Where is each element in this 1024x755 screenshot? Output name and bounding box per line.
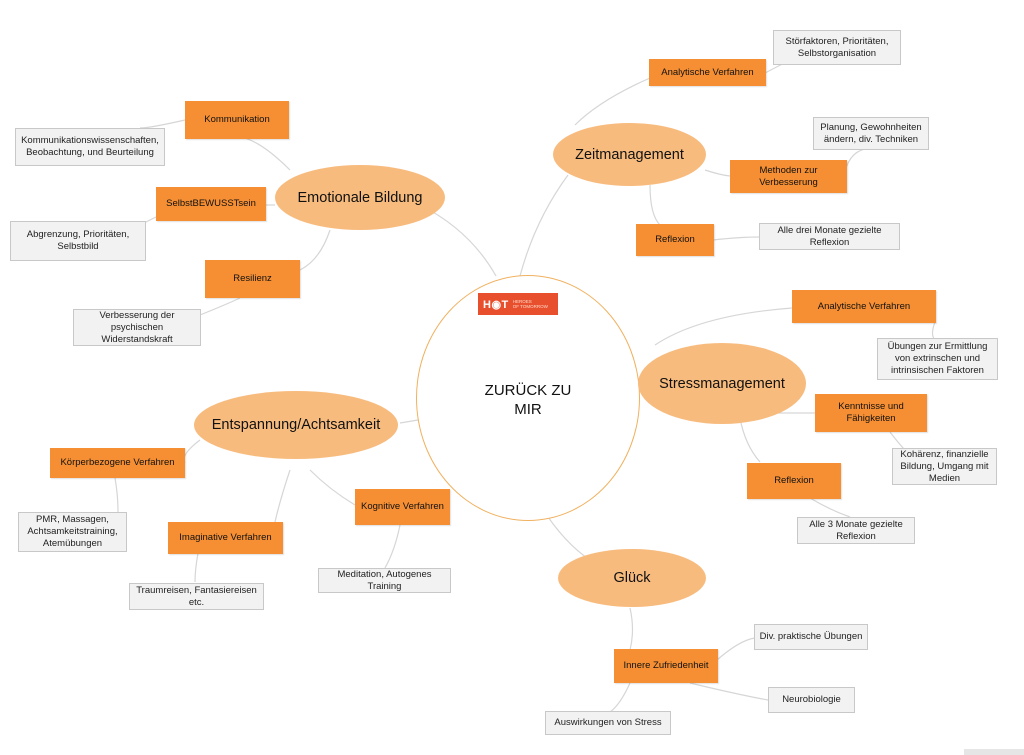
node-zeit-analytische-verfahren[interactable]: Analytische Verfahren [649,59,766,86]
logo-text-line: OF TOMORROW [512,304,548,309]
branch-title: Zeitmanagement [575,146,684,163]
node-label: Imaginative Verfahren [179,532,272,543]
note-line: Alle 3 Monate gezielte [809,518,903,530]
node-label: Körperbezogene Verfahren [60,457,175,468]
note-line: Neurobiologie [782,694,841,705]
branch-title: Glück [613,570,651,586]
note-glueck-uebungen[interactable]: Div. praktische Übungen [754,624,868,650]
node-label: Innere Zufriedenheit [623,660,709,671]
note-line: intrinsischen Faktoren [891,365,984,376]
node-label: Kognitive Verfahren [361,501,444,512]
node-label: Kommunikation [204,114,270,125]
note-line: psychischen [110,321,164,333]
node-ent-imaginativ[interactable]: Imaginative Verfahren [168,522,283,554]
central-title-line: ZURÜCK ZU [484,382,572,399]
note-line: Auswirkungen von Stress [554,717,662,728]
branch-title: Stressmanagement [659,375,785,392]
node-emo-resilienz[interactable]: Resilienz [205,260,300,298]
node-glueck-zufriedenheit[interactable]: Innere Zufriedenheit [614,649,718,683]
logo-text-line: HEROES [512,299,532,304]
note-line: Alle drei Monate gezielte [777,224,882,236]
note-line: Traumreisen, Fantasiereisen [136,584,257,596]
note-line: Verbesserung der [99,309,175,321]
note-line: Bildung, Umgang mit [900,460,989,472]
link-center-zeitmanagement [519,174,569,277]
note-line: PMR, Massagen, [36,514,109,525]
node-ent-koerper[interactable]: Körperbezogene Verfahren [50,448,185,478]
branch-entspannung[interactable]: Entspannung/Achtsamkeit [194,391,398,459]
note-ent-koerper[interactable]: PMR, Massagen,Achtsamkeitstraining,Atemü… [18,512,127,552]
note-line: von extrinschen und [894,353,981,364]
node-label: Verbesserung [759,176,818,188]
corner-fragment [964,749,1024,755]
note-line: Atemübungen [42,538,103,549]
hot-logo: H◉T HEROES OF TOMORROW [478,293,558,315]
central-title-line: MIR [514,401,542,418]
node-zeit-reflexion[interactable]: Reflexion [636,224,714,256]
note-line: Planung, Gewohnheiten [820,121,922,133]
note-line: Selbstorganisation [797,47,877,59]
note-line: Medien [928,472,961,484]
node-label: Reflexion [774,475,814,486]
logo-text: HEROES OF TOMORROW [513,299,548,309]
link-center-emotionale [419,204,497,277]
note-line: Kommunikationswissenschaften, [21,135,159,146]
note-emo-kommunikation[interactable]: Kommunikationswissenschaften,Beobachtung… [15,128,165,166]
note-line: etc. [188,596,205,608]
link-center-entspannung [399,419,419,424]
node-label: Methoden zur [759,164,818,176]
note-line: Widerstandskraft [101,333,173,345]
note-line: Meditation, Autogenes [337,568,432,580]
note-line: Kohärenz, finanzielle [900,448,989,460]
node-emo-kommunikation[interactable]: Kommunikation [185,101,289,139]
branch-stressmanagement[interactable]: Stressmanagement [638,343,806,424]
note-line: Abgrenzung, Prioritäten, [26,229,130,240]
note-line: Reflexion [809,236,850,248]
logo-mark: H◉T [483,298,509,311]
node-ent-kognitiv[interactable]: Kognitive Verfahren [355,489,450,525]
node-label: Analytische Verfahren [661,66,754,78]
central-topic-title: ZURÜCK ZU MIR [417,381,639,419]
node-label: Kenntnisse und [838,401,904,412]
branch-title: Entspannung/Achtsamkeit [211,417,381,433]
note-emo-selbstbewusstsein[interactable]: Abgrenzung, Prioritäten,Selbstbild [10,221,146,261]
branch-title: Emotionale Bildung [297,189,423,206]
central-topic[interactable]: ZURÜCK ZU MIR [416,275,640,521]
note-line: Training [367,580,402,592]
note-glueck-neuro[interactable]: Neurobiologie [768,687,855,713]
node-stress-analytische-verfahren[interactable]: Analytische Verfahren [792,290,936,323]
node-label: SelbstBEWUSSTsein [166,198,256,209]
branch-zeitmanagement[interactable]: Zeitmanagement [553,123,706,186]
node-label: Resilienz [233,273,272,284]
node-stress-reflexion[interactable]: Reflexion [747,463,841,499]
note-line: Störfaktoren, Prioritäten, [785,35,889,47]
node-label: Fähigkeiten [846,413,896,424]
branch-glueck[interactable]: Glück [558,549,706,607]
note-zeit-analytisch[interactable]: Störfaktoren, Prioritäten,Selbstorganisa… [773,30,901,65]
node-label: Reflexion [655,234,695,245]
node-label: Analytische Verfahren [817,300,911,312]
note-line: Reflexion [836,530,876,542]
note-line: Achtsamkeitstraining, [27,526,118,537]
branch-emotionale-bildung[interactable]: Emotionale Bildung [275,165,445,230]
note-line: Selbstbild [57,241,99,252]
note-glueck-stress[interactable]: Auswirkungen von Stress [545,711,671,735]
note-line: Übungen zur Ermittlung [887,341,988,352]
note-line: Div. praktische Übungen [759,631,863,642]
note-line: Beobachtung, und Beurteilung [26,147,154,158]
node-emo-selbstbewusstsein[interactable]: SelbstBEWUSSTsein [156,187,266,221]
note-line: ändern, div. Techniken [823,133,919,145]
